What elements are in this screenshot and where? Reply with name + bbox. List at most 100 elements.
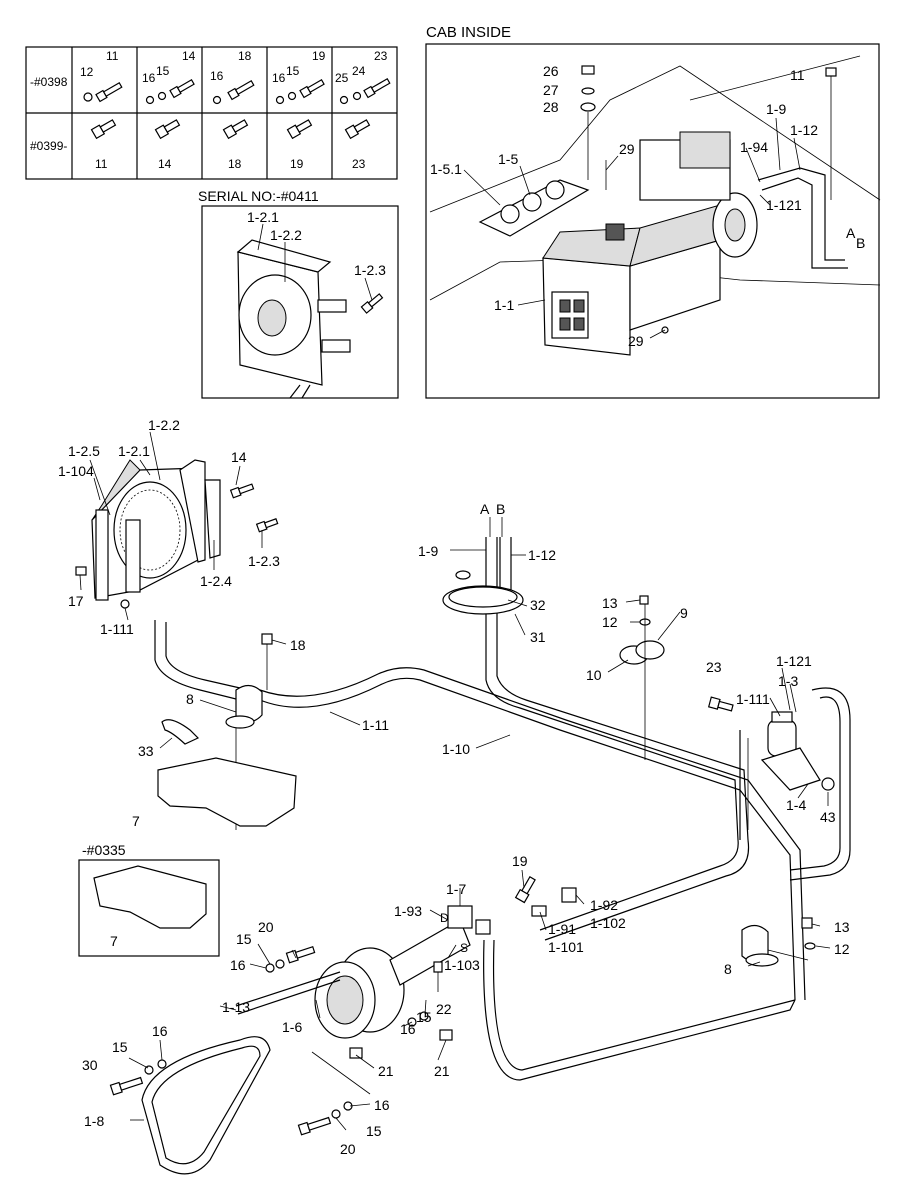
- part-label: 20: [340, 1141, 356, 1157]
- bolt-icon: [95, 82, 123, 103]
- part-label: 17: [68, 593, 84, 609]
- table-cell-number: 16: [142, 71, 156, 85]
- part-label: 1-6: [282, 1019, 302, 1035]
- table-row-label: -#0398: [30, 75, 68, 89]
- washer-icon: [339, 95, 349, 105]
- bolt-icon: [261, 633, 273, 645]
- port-label: S: [460, 941, 468, 955]
- part-label: 1-2.1: [247, 209, 279, 225]
- clamp-icon: [741, 924, 779, 967]
- bolt-icon: [639, 595, 649, 605]
- part-label: 21: [434, 1063, 450, 1079]
- part-label: 1-2.3: [248, 553, 280, 569]
- washer-icon: [331, 1109, 341, 1119]
- bolt-icon: [825, 67, 837, 77]
- part-label: 1-2.4: [200, 573, 232, 589]
- table-cell-number: 18: [238, 49, 252, 63]
- part-label: 1-5.1: [430, 161, 462, 177]
- part-label: 1-2.1: [118, 443, 150, 459]
- clamp-icon: [619, 640, 665, 665]
- serial-inset-box: 1-2.1 1-2.2 1-2.3: [201, 205, 399, 399]
- nut-icon: [821, 777, 835, 791]
- part-label: 1-5: [498, 151, 518, 167]
- condenser-icon: [236, 239, 351, 399]
- bracket-plate-icon: [157, 719, 297, 827]
- part-label: 1-2.5: [68, 443, 100, 459]
- washer-icon: [275, 959, 285, 969]
- table-cell-number: 11: [106, 49, 119, 63]
- part-label: 12: [834, 941, 850, 957]
- part-label: 23: [706, 659, 722, 675]
- part-label: 1-3: [778, 673, 798, 689]
- bolt-icon: [433, 961, 443, 973]
- bolt-icon: [514, 876, 536, 904]
- part-label: 1-13: [222, 999, 250, 1015]
- port-label: D: [440, 911, 449, 925]
- variant-heading: -#0335: [82, 842, 126, 858]
- pipe-ref-label: B: [856, 235, 865, 251]
- part-label: 14: [231, 449, 247, 465]
- part-label: 1-92: [590, 897, 618, 913]
- part-label: 1-101: [548, 939, 584, 955]
- condenser-icon: [75, 459, 221, 609]
- part-label: 1-2.3: [354, 262, 386, 278]
- part-label: 1-8: [84, 1113, 104, 1129]
- part-label: 1-2.2: [148, 417, 180, 433]
- table-cell-number: 24: [352, 64, 366, 78]
- part-label: 1-2.2: [270, 227, 302, 243]
- part-label: 13: [602, 595, 618, 611]
- part-label: 1-91: [548, 921, 576, 937]
- clamp-icon: [225, 684, 263, 729]
- table-cell-number: 25: [335, 71, 349, 85]
- bolt-icon: [227, 80, 255, 101]
- grommet-icon: [442, 570, 524, 615]
- variant-inset-box: [78, 859, 220, 957]
- bolt-icon: [286, 119, 313, 140]
- part-label: 1-94: [740, 139, 768, 155]
- washer-icon: [804, 942, 816, 950]
- bolt-icon: [109, 1076, 144, 1096]
- bracket-plate-icon: [93, 865, 207, 929]
- part-label: 1-9: [418, 543, 438, 559]
- bolt-variant-table: -#0398 #0399- 12 11 16 15 14 16 18 16 15…: [25, 46, 398, 180]
- part-label: 1-11: [362, 717, 389, 733]
- part-label: 16: [230, 957, 246, 973]
- drive-belt-icon: [141, 1036, 271, 1175]
- part-label: 13: [834, 919, 850, 935]
- part-label: 1-104: [58, 463, 94, 479]
- part-label: 31: [530, 629, 546, 645]
- part-label: 8: [724, 961, 732, 977]
- pipe-ref-label: A: [480, 501, 490, 517]
- part-label: 1-111: [736, 691, 770, 707]
- part-label: 18: [290, 637, 306, 653]
- part-label: 27: [543, 82, 559, 98]
- serial-heading: SERIAL NO:-#0411: [198, 188, 319, 204]
- nut-icon: [349, 1047, 363, 1059]
- washer-icon: [275, 95, 285, 105]
- part-label: 1-1: [494, 297, 514, 313]
- cab-inside-heading: CAB INSIDE: [426, 24, 511, 41]
- part-label: 1-121: [766, 197, 802, 213]
- washer-icon: [212, 95, 222, 105]
- part-label: 33: [138, 743, 154, 759]
- part-label: 16: [374, 1097, 390, 1113]
- screw-icon: [581, 65, 595, 75]
- bolt-icon: [344, 119, 371, 140]
- part-label: 30: [82, 1057, 98, 1073]
- part-label: 26: [543, 63, 559, 79]
- washer-icon: [83, 92, 93, 102]
- part-label: 10: [586, 667, 602, 683]
- table-cell-number: 23: [374, 49, 388, 63]
- washer-icon: [144, 1065, 154, 1075]
- part-label: 15: [236, 931, 252, 947]
- part-label: 29: [619, 141, 635, 157]
- part-label: 16: [400, 1021, 416, 1037]
- part-label: 9: [680, 605, 688, 621]
- bolt-icon: [297, 1116, 332, 1136]
- bolt-icon: [229, 483, 255, 499]
- valve-icon: [531, 905, 547, 917]
- part-label: 1-111: [100, 621, 134, 637]
- table-cell-number: 19: [290, 157, 304, 171]
- bolt-icon: [255, 518, 279, 533]
- cab-inside-box: 26 27 28 11 1-9 1-12 1-94 1-121 29 1-5.1…: [425, 43, 881, 399]
